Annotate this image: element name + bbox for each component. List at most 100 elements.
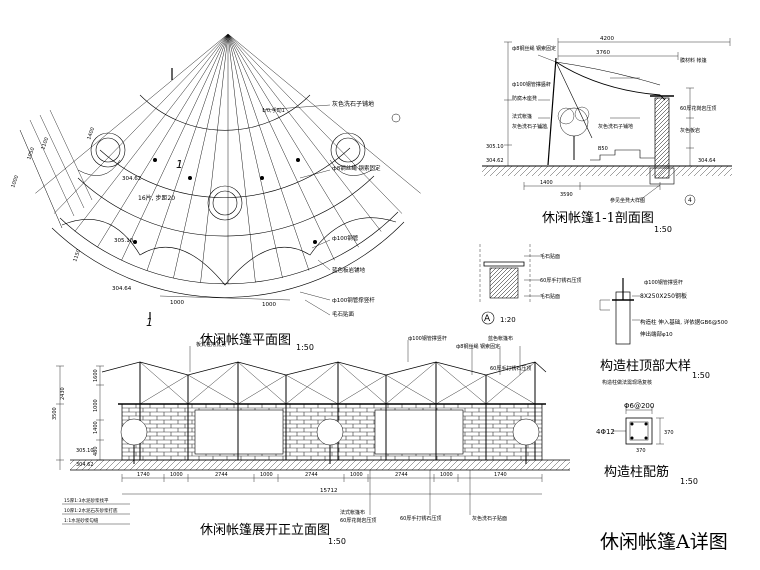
plan-scale: 1:50: [296, 343, 314, 352]
section-marker: 4: [688, 197, 692, 204]
rebar-main: 4Φ12: [596, 428, 615, 436]
plan-radial-line: [173, 33, 229, 279]
plan-label-radius: 16片, 步距20: [138, 194, 175, 202]
elevation-cable: [435, 374, 487, 405]
elevation-cables: [139, 361, 536, 405]
plan-dim-left-4: 1150: [72, 249, 82, 263]
plan-elev-3: 304.64: [112, 286, 132, 292]
section-label-10: 参见坐凳大样图: [610, 197, 645, 204]
plan-radial-line: [227, 33, 256, 283]
column-rebar-detail: [612, 406, 664, 445]
section-label-2: ф100钢管撑竖杆: [512, 81, 551, 88]
section-ground: [482, 166, 732, 176]
section-label-8: 灰色板岩: [680, 127, 700, 134]
section-membrane: [555, 61, 666, 101]
section-view: [482, 38, 732, 206]
elev-label-top-5: 60厚手打锈石压顶: [490, 365, 531, 372]
elev-label-bottom-4: 60厚花岗岩压顶: [340, 517, 376, 524]
plan-radial-line: [200, 33, 229, 283]
plan-arc-3: [77, 175, 375, 237]
plan-label-stone: 毛石贴面: [332, 310, 355, 318]
plan-radial-line: [227, 33, 335, 261]
plan-radial-line: [53, 33, 229, 214]
elev-elev-1: 305.10: [76, 448, 94, 454]
plan-label-steel: ф100钢管撑竖杆: [332, 296, 375, 304]
elev-label-top-2: ф100钢管撑竖杆: [408, 335, 447, 342]
plan-arc-4: [99, 147, 351, 198]
plan-arc-outer: [51, 221, 405, 298]
plan-label-gravel: 灰色洗石子铺地: [332, 100, 374, 108]
plan-section-mark-bottom: 1: [146, 316, 153, 329]
column-top-scale: 1:50: [692, 371, 710, 380]
section-elev-2: 304.62: [486, 158, 504, 164]
plan-dim-left-2: 1050: [26, 147, 36, 161]
section-label-3: 防腐木座凳: [512, 95, 537, 102]
elev-dim-bottom: 1740: [494, 472, 507, 478]
section-scale: 1:50: [654, 225, 672, 234]
detail-a: [479, 244, 540, 325]
plan-radial-line: [146, 33, 229, 271]
section-label-4: 灰色洗石子铺地: [512, 123, 547, 130]
elev-title: 休闲帐篷展开正立面图: [200, 523, 330, 538]
section-label-5: 法式帐篷: [512, 113, 532, 120]
plan-radial-line: [227, 33, 283, 279]
tree-circle-left: [90, 132, 126, 168]
plan-dim-left-5: 1400: [86, 127, 96, 141]
elev-dim-bottom: 1000: [440, 472, 453, 478]
elev-dim-left-1: 3500: [52, 407, 58, 420]
column-top-label-4: 伸出端部φ10: [640, 330, 673, 338]
elevation-view: [56, 340, 570, 525]
elev-dim-bottom: 1000: [260, 472, 273, 478]
elevation-cable: [435, 361, 487, 405]
elev-dim-left-6: 480: [93, 446, 99, 456]
elev-note-3: 1:1水泥砂浆勾缝: [64, 517, 99, 524]
plan-title: 休闲帐篷平面图: [200, 333, 291, 348]
elev-label-bottom-2: 灰色洗石子贴面: [472, 515, 507, 522]
plan-dim-bottom-2: 1000: [262, 302, 276, 308]
tree-circle-right: [330, 132, 366, 168]
plan-radial-line: [227, 33, 382, 232]
plan-elev-1: 304.62: [122, 176, 141, 182]
plan-arc-2: [59, 211, 399, 285]
elevation-cable: [285, 361, 339, 405]
elevation-cable: [237, 361, 287, 405]
plan-radial-line: [227, 33, 359, 248]
section-label-6: 60厚花岗岩压顶: [680, 105, 716, 112]
plan-scallops: [61, 217, 397, 286]
plan-radial-lines: [35, 33, 421, 284]
tree-circle-center: [207, 185, 243, 221]
elev-elev-2: 304.62: [76, 462, 94, 468]
section-dim-top-1: 4200: [600, 36, 614, 42]
elevation-cable: [485, 374, 536, 405]
plan-dim-left-3: 1100: [40, 137, 50, 151]
column-top-title: 构造柱顶部大样: [600, 359, 691, 374]
section-cut-line: [149, 68, 173, 318]
elevation-cable: [337, 374, 387, 405]
plan-radial-line: [74, 33, 229, 232]
plan-label-fan-top: 1/0,手动1: [262, 107, 285, 114]
plan-radial-line: [227, 33, 421, 194]
plan-radial-line: [35, 33, 229, 194]
plan-label-gray-tile: 蓝色板岩铺地: [332, 266, 366, 274]
plan-label-cable: ф8钢丝绳 钢索固定: [332, 164, 381, 172]
detail-a-label-3: 毛石贴面: [540, 293, 560, 300]
elev-dim-left-4: 1000: [93, 399, 99, 412]
section-dim-bottom-1: 1400: [540, 180, 553, 186]
plan-radial-line: [121, 33, 229, 261]
plan-radial-line: [227, 33, 310, 271]
section-label-1: ф8钢丝绳 钢索固定: [512, 45, 556, 52]
elev-dim-left-3: 1600: [93, 369, 99, 382]
column-top-label-2: 8X250X250钢板: [640, 292, 687, 300]
section-label-7: 灰色洗石子铺地: [598, 123, 633, 130]
rebar-dim-v: 370: [664, 430, 674, 436]
plan-section-mark-top: 1: [176, 158, 183, 171]
elev-note-1: 15厚1:3水泥砂浆找平: [64, 497, 109, 504]
elevation-cable: [337, 361, 387, 405]
text-layer: 灰色洗石子铺地 1/0,手动1 16片, 步距20 ф8钢丝绳 钢索固定 蓝色板…: [10, 36, 728, 553]
detail-a-scale: 1:20: [500, 316, 516, 324]
plan-label-pole: ф100钢管: [332, 234, 359, 242]
plan-elev-2: 305.10: [114, 238, 134, 244]
elevation-cable: [139, 374, 189, 405]
column-top-label-3: 构造柱 伸入基础, 详依据GB6@500: [640, 318, 728, 326]
